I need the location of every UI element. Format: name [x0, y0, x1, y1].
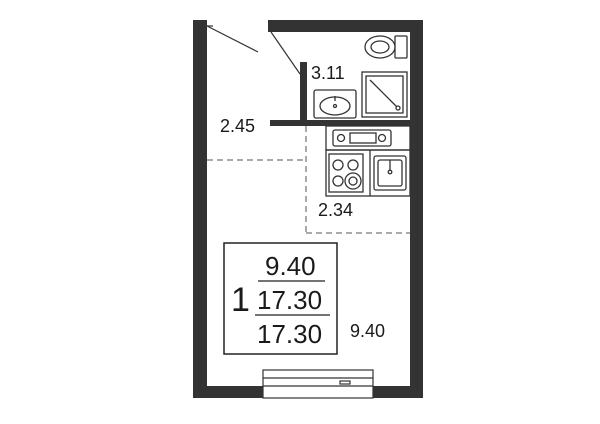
- toilet-icon: [364, 35, 408, 59]
- cooktop-icon: [328, 153, 364, 193]
- bathroom-area-label: 3.11: [311, 63, 345, 83]
- oven-icon: [332, 129, 392, 147]
- window: [262, 369, 374, 399]
- shower-icon: [361, 71, 408, 118]
- total-area-value: 17.30: [257, 285, 322, 315]
- zone-dividers: [207, 126, 410, 234]
- kitchen-counter: [325, 125, 411, 197]
- living-area-value: 9.40: [265, 251, 316, 281]
- kitchen-sink-icon: [373, 155, 407, 191]
- washbasin-icon: [313, 89, 357, 119]
- bathroom-door: [270, 31, 301, 75]
- area-info-box: 1 9.40 17.30 17.30: [223, 242, 338, 355]
- outer-walls: [193, 20, 423, 398]
- inner-walls: [268, 20, 410, 126]
- room-count: 1: [231, 281, 250, 319]
- hall-area-label: 2.45: [220, 116, 255, 136]
- living-area-label: 9.40: [350, 321, 385, 341]
- total-area-balcony-value: 17.30: [257, 319, 322, 349]
- entrance-door: [206, 25, 259, 53]
- kitchen-area-label: 2.34: [318, 200, 353, 220]
